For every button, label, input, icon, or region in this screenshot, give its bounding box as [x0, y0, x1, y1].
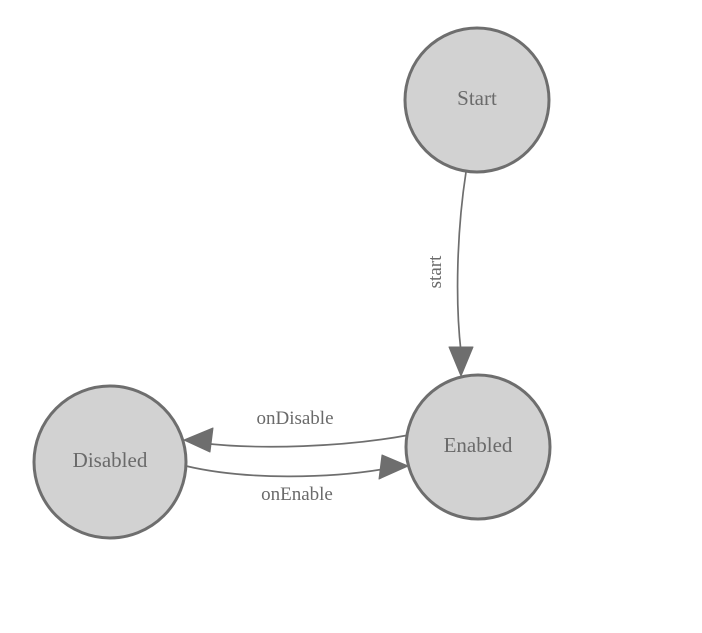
edge-start-to-enabled-arrowhead [448, 346, 474, 377]
state-node-start-label: Start [457, 86, 497, 110]
edge-disabled-to-enabled[interactable]: onEnable [185, 454, 409, 505]
edge-disabled-to-enabled-path [185, 465, 391, 478]
edge-enabled-to-disabled-label: onDisable [256, 408, 333, 429]
edge-enabled-to-disabled[interactable]: onDisable [183, 408, 410, 453]
edge-enabled-to-disabled-path [200, 434, 410, 448]
edge-disabled-to-enabled-label: onEnable [261, 484, 333, 505]
state-node-start[interactable]: Start [403, 26, 551, 174]
state-node-disabled-label: Disabled [73, 448, 148, 472]
edge-enabled-to-disabled-arrowhead [183, 427, 214, 453]
edge-start-to-enabled[interactable]: start [425, 171, 474, 377]
state-node-start-circle [403, 26, 551, 174]
state-node-enabled-circle [404, 373, 552, 521]
state-node-enabled-label: Enabled [444, 433, 513, 457]
edge-start-to-enabled-label: start [425, 255, 446, 288]
state-node-disabled-circle [32, 384, 188, 540]
edge-disabled-to-enabled-arrowhead [378, 454, 409, 480]
edge-start-to-enabled-path [456, 171, 467, 353]
state-node-disabled[interactable]: Disabled [32, 384, 188, 540]
state-node-enabled[interactable]: Enabled [404, 373, 552, 521]
